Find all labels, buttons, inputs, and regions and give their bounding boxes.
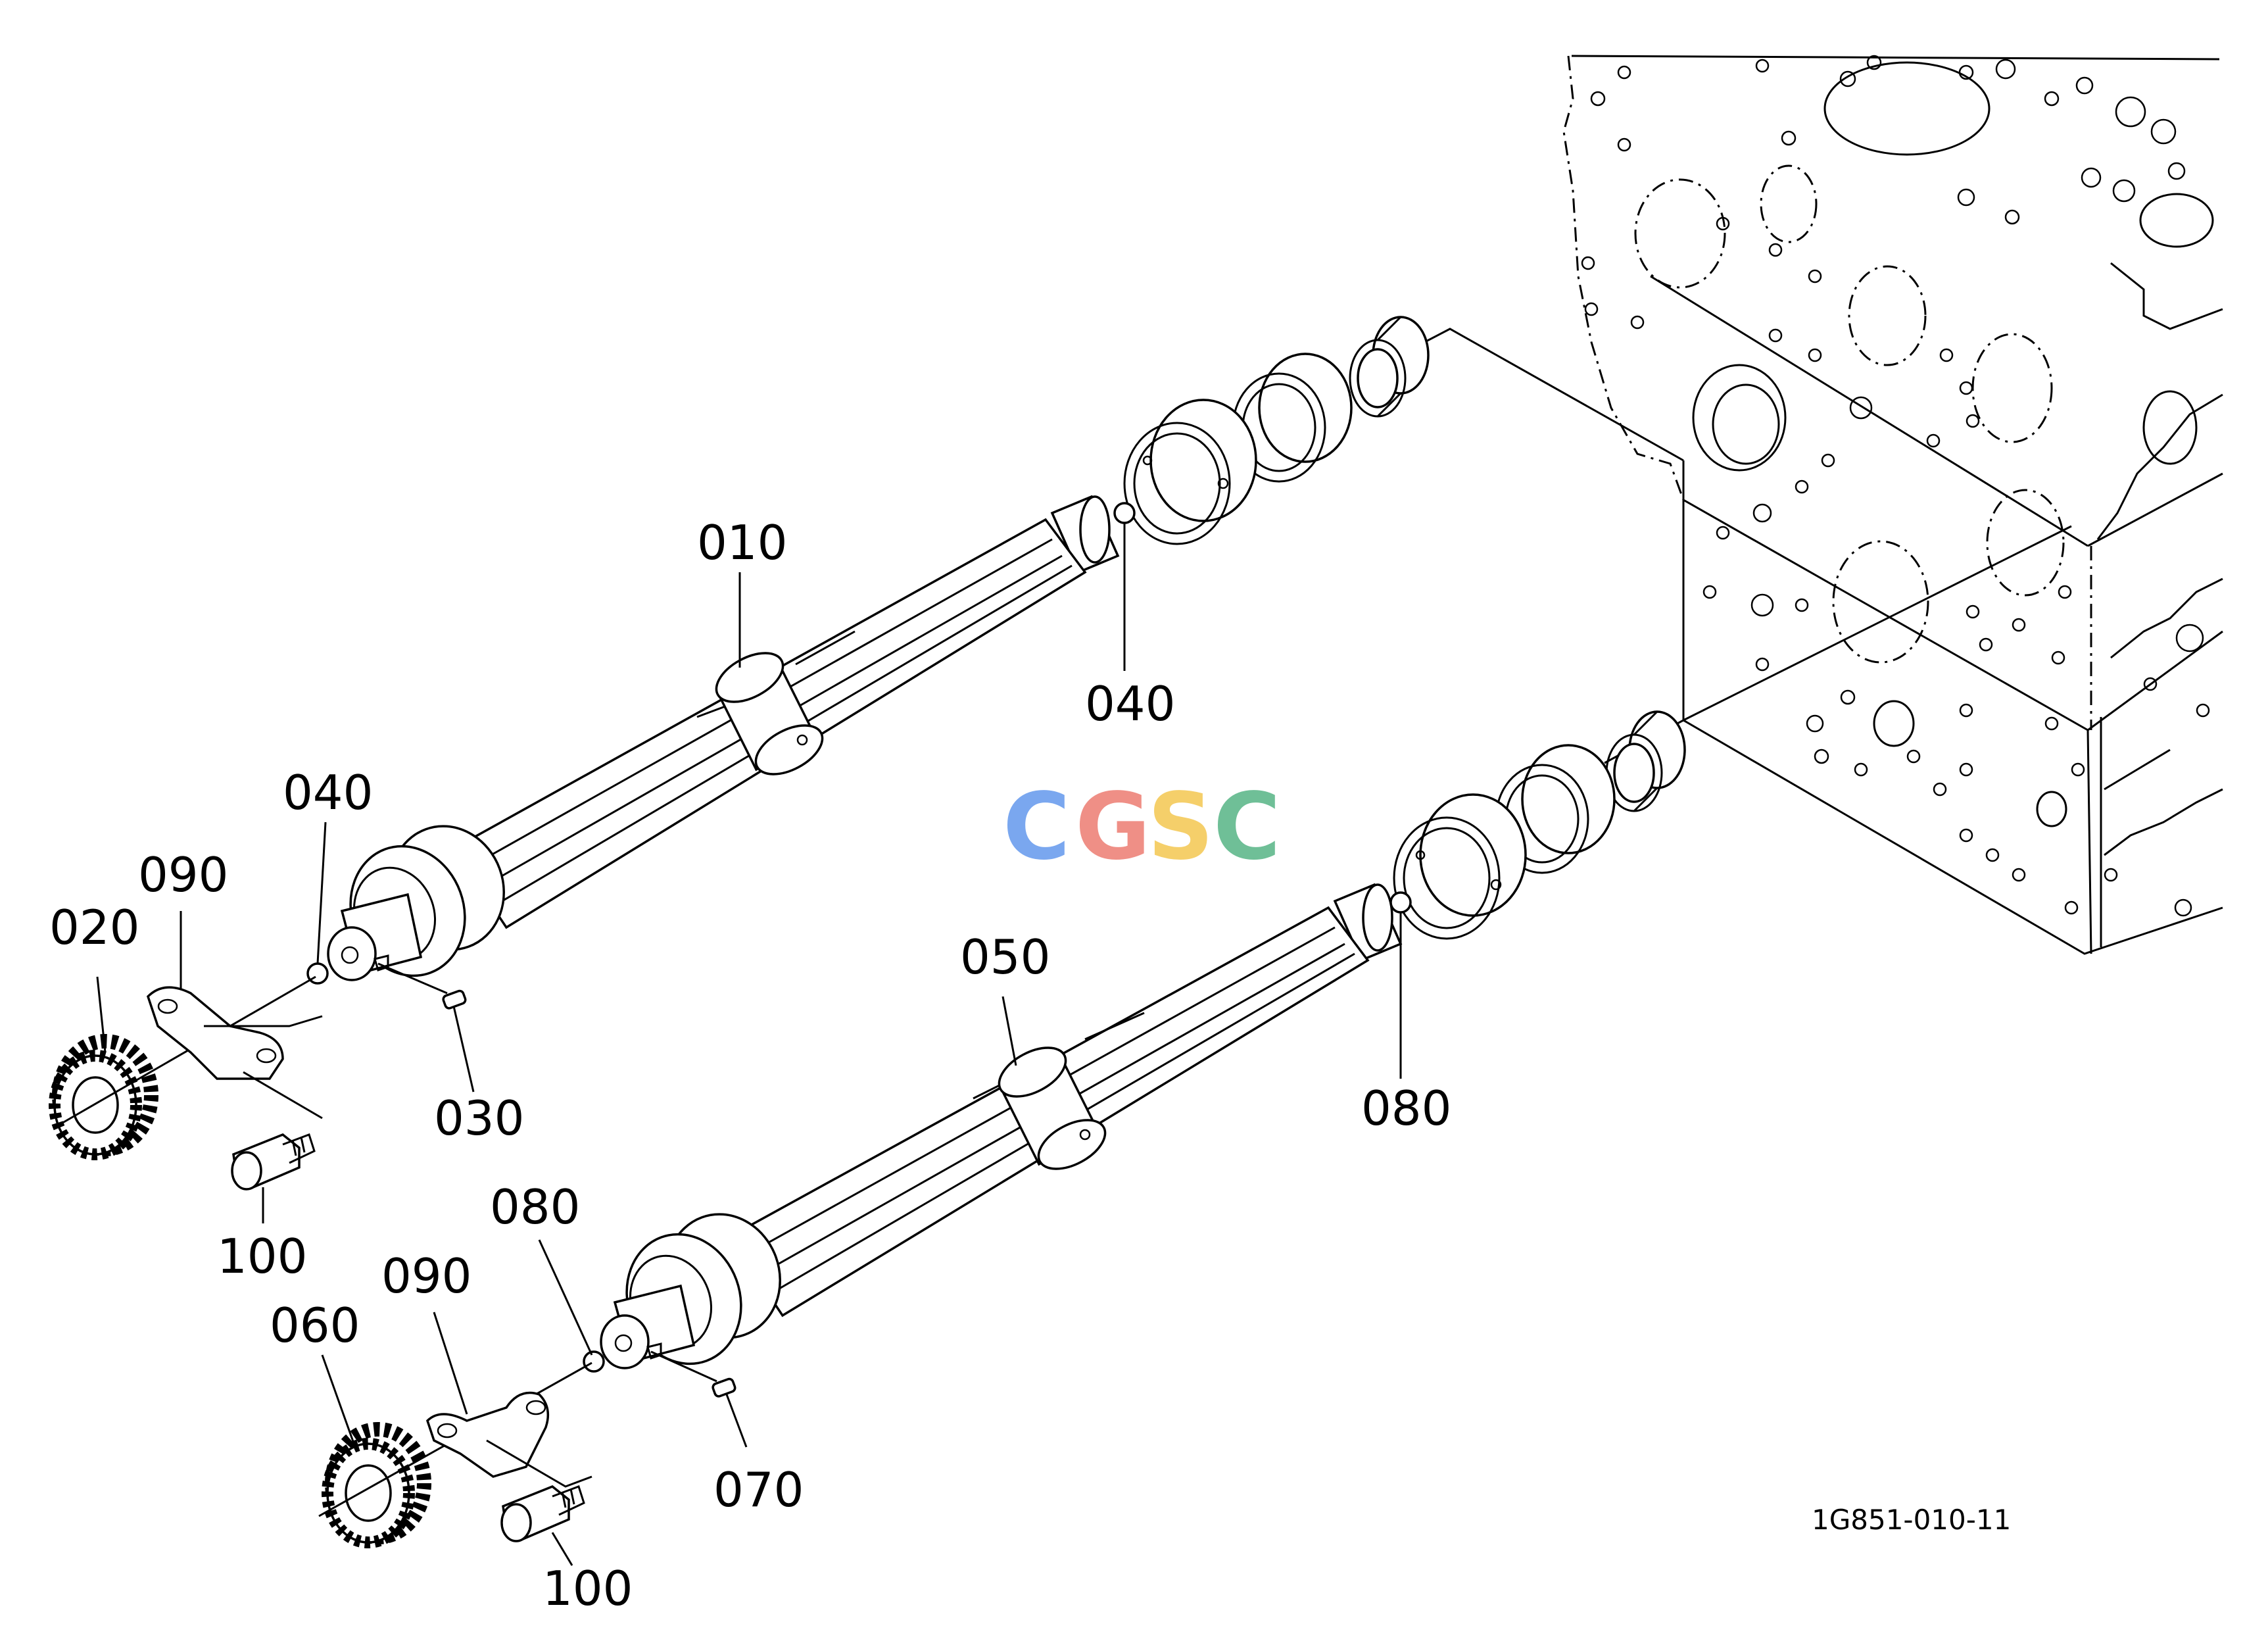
ball-080-lower-front: [583, 1350, 605, 1373]
callout-070: 070: [713, 1462, 804, 1517]
leader-lines: [96, 523, 1402, 1448]
callout-040-upper-rear: 040: [1085, 676, 1175, 731]
callout-050: 050: [960, 929, 1050, 985]
ball-080-lower-rear: [1389, 891, 1412, 914]
callout-020: 020: [49, 900, 139, 955]
lower-bushing-large: [1393, 793, 1527, 940]
guide-line-mid: [1683, 525, 2072, 722]
thrust-plate-upper: [146, 986, 323, 1119]
figure-id: 1G851-010-11: [1812, 1504, 2011, 1536]
callout-040-upper-front: 040: [283, 765, 373, 820]
bolt-100-upper: [231, 1133, 316, 1223]
watermark-letter-c1: C: [1003, 774, 1074, 881]
callout-010: 010: [697, 515, 787, 570]
callout-080-lower-front: 080: [490, 1179, 580, 1235]
upper-camshaft: [327, 495, 1120, 981]
upper-bushing-large: [1123, 399, 1257, 545]
lower-bushing-small: [1605, 710, 1686, 812]
thrust-plate-lower: [425, 1391, 592, 1488]
callout-030: 030: [434, 1091, 524, 1146]
callout-090-upper: 090: [138, 847, 228, 902]
gear-020: [49, 975, 316, 1160]
upper-bushing-small: [1349, 316, 1430, 418]
callout-060: 060: [270, 1298, 360, 1353]
watermark-letter-s: S: [1147, 774, 1218, 881]
upper-bushing-medium: [1232, 353, 1353, 483]
watermark-logo: C G S C: [1003, 774, 1285, 881]
lower-camshaft: [600, 883, 1403, 1369]
callout-100-lower: 100: [543, 1561, 633, 1616]
engine-block: [1562, 55, 2223, 955]
ball-040-upper-rear: [1113, 502, 1136, 524]
bolt-100-lower: [500, 1485, 585, 1566]
key-070: [712, 1377, 736, 1398]
watermark-letter-g: G: [1075, 774, 1155, 881]
callout-080-lower-rear: 080: [1361, 1081, 1451, 1136]
watermark-letter-c2: C: [1213, 774, 1285, 881]
callout-090-lower: 090: [381, 1248, 471, 1304]
callout-100-upper: 100: [217, 1229, 307, 1284]
key-030: [442, 989, 467, 1010]
